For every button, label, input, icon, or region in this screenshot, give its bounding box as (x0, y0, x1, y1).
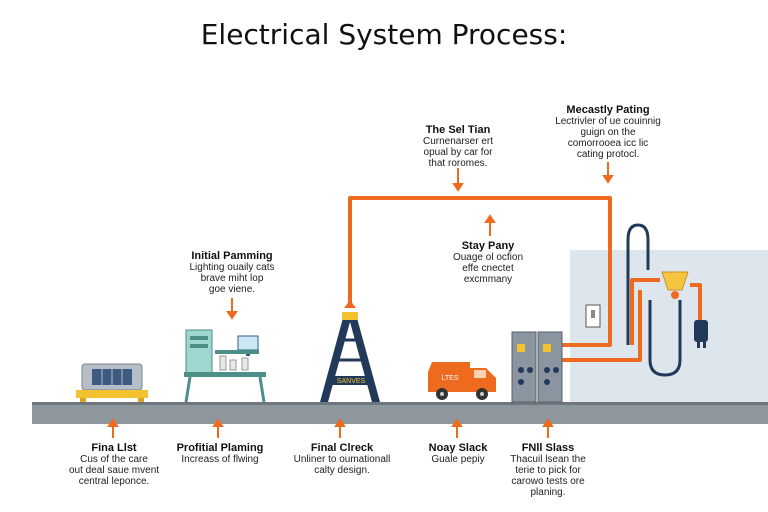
workbench-icon (184, 329, 266, 403)
label-title: Final Clreck (310, 442, 374, 454)
conduit-arrow-up (344, 300, 356, 308)
label-title: Fina Llst (91, 442, 137, 454)
label-initial-planning: Initial Pamming Lighting ouaily cats bra… (172, 250, 292, 295)
label-final-check: Final Clreck Unliner to oumationall calt… (284, 442, 400, 476)
ground-strip (32, 402, 768, 424)
top-arrows (226, 162, 614, 320)
wall-cable (626, 223, 682, 377)
label-fnll-slass: FNll Slass Thacuil lsean the terie to pi… (492, 442, 604, 498)
label-mecastly-pating: Mecastly Pating Lectrivler of ue couinni… (538, 104, 678, 160)
van-icon (428, 362, 496, 400)
label-title: Mecastly Pating (566, 104, 650, 116)
label-desc: Lectrivler of ue couinnig guign on the c… (555, 116, 661, 160)
label-desc: Lighting ouaily cats brave miht lop goe … (189, 262, 275, 295)
junction-box (661, 271, 689, 299)
main-conduit (348, 196, 702, 362)
ladder-icon (320, 312, 380, 402)
bottom-arrows (107, 418, 554, 438)
label-title: Noay Slack (428, 442, 488, 454)
label-title: Stay Pany (461, 240, 515, 252)
label-title: The Sel Tian (425, 124, 491, 136)
plug-icon (694, 320, 708, 348)
solar-unit-icon (76, 363, 148, 402)
ladder-label: SANVES (337, 378, 366, 385)
label-profitial-plaming: Profitial Plaming Increass of flwing (168, 442, 272, 465)
label-desc: Thacuil lsean the terie to pick for caro… (510, 454, 586, 498)
label-title: Initial Pamming (191, 250, 273, 262)
label-title: FNll Slass (521, 442, 575, 454)
label-the-set-tian: The Sel Tian Curnenarser ert opual by ca… (402, 124, 514, 169)
wall-switch-icon (585, 304, 601, 328)
van-label: LTES (442, 375, 459, 382)
label-fina-list: Fina Llst Cus of the care out deal saue … (58, 442, 170, 487)
control-cabinets-icon (511, 331, 563, 403)
label-title: Profitial Plaming (176, 442, 264, 454)
label-desc: Guale pepiy (431, 454, 485, 465)
label-desc: Increass of flwing (181, 454, 259, 465)
label-desc: Cus of the care out deal saue mvent cent… (68, 454, 160, 487)
label-stay-pany: Stay Pany Ouage ol ocfion effe cnectet e… (432, 240, 544, 285)
label-desc: Unliner to oumationall calty design. (293, 454, 391, 476)
label-desc: Ouage ol ocfion effe cnectet excmmany (452, 252, 524, 285)
label-desc: Curnenarser ert opual by car for that ro… (422, 136, 494, 169)
label-noay-slack: Noay Slack Guale pepiy (412, 442, 504, 465)
page-title: Electrical System Process: (200, 18, 568, 51)
